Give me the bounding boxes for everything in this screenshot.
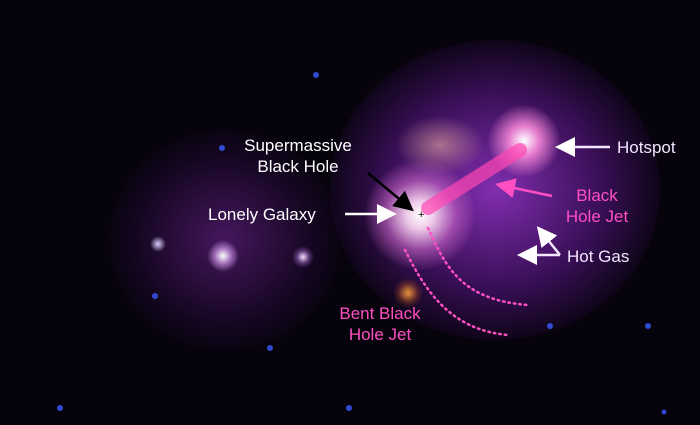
blue-star bbox=[150, 236, 166, 252]
left-star bbox=[207, 240, 239, 272]
label-hotspot: Hotspot bbox=[617, 138, 676, 157]
label-black-hole-jet: Black Hole Jet bbox=[565, 186, 629, 226]
bent-jet-dotted-path bbox=[403, 226, 530, 337]
orange-galaxy-glow bbox=[395, 115, 485, 175]
label-hot-gas: Hot Gas bbox=[567, 247, 630, 266]
label-supermassive-black-hole: Supermassive Black Hole bbox=[244, 136, 352, 176]
label-lonely-galaxy: Lonely Galaxy bbox=[208, 205, 316, 224]
jet-arrow bbox=[495, 178, 553, 198]
orange-star bbox=[393, 278, 423, 308]
hot-gas-arrows bbox=[517, 226, 561, 265]
small-star bbox=[292, 246, 314, 268]
label-bent-black-hole-jet: Bent Black Hole Jet bbox=[339, 304, 421, 344]
crosshair-marker: + bbox=[418, 209, 424, 221]
supermassive-arrow bbox=[367, 172, 414, 212]
